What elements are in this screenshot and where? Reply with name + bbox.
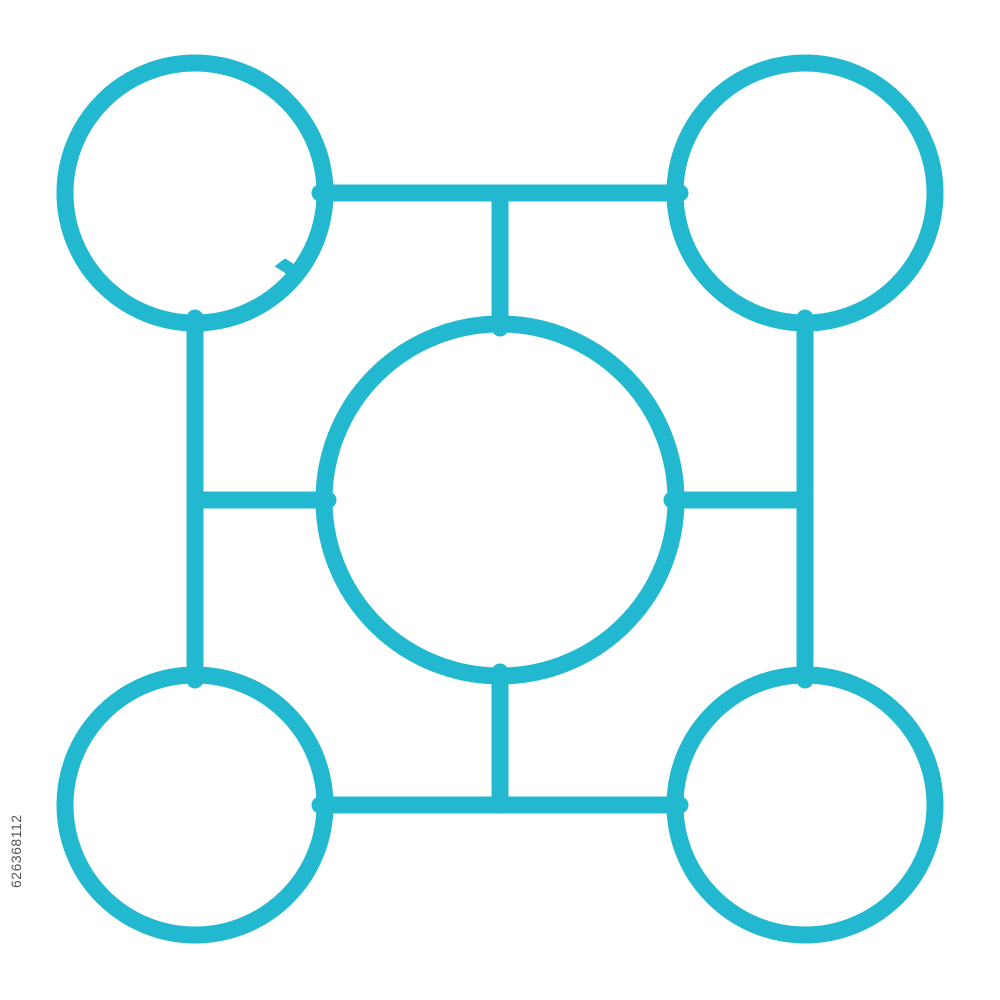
user-avatar-icon: [101, 115, 290, 269]
stock-id-watermark: 626368112: [6, 770, 32, 890]
node-ring: [56, 666, 334, 944]
user-avatar-icon: [711, 727, 900, 881]
connector-lines: [186, 184, 814, 814]
stock-id-text: 626368112: [8, 814, 24, 888]
user-avatar-icon: [101, 727, 290, 881]
user-node-bottom-left: [56, 666, 334, 944]
node-ring: [666, 666, 944, 944]
user-node-top-right: [666, 54, 944, 332]
user-node-center: [315, 315, 685, 685]
node-ring: [315, 315, 685, 685]
user-avatar-icon: [711, 115, 900, 269]
node-ring: [56, 54, 334, 332]
user-node-bottom-right: [666, 666, 944, 944]
user-avatar-icon: [370, 392, 630, 604]
node-ring: [666, 54, 944, 332]
user-node-top-left: [56, 54, 334, 332]
